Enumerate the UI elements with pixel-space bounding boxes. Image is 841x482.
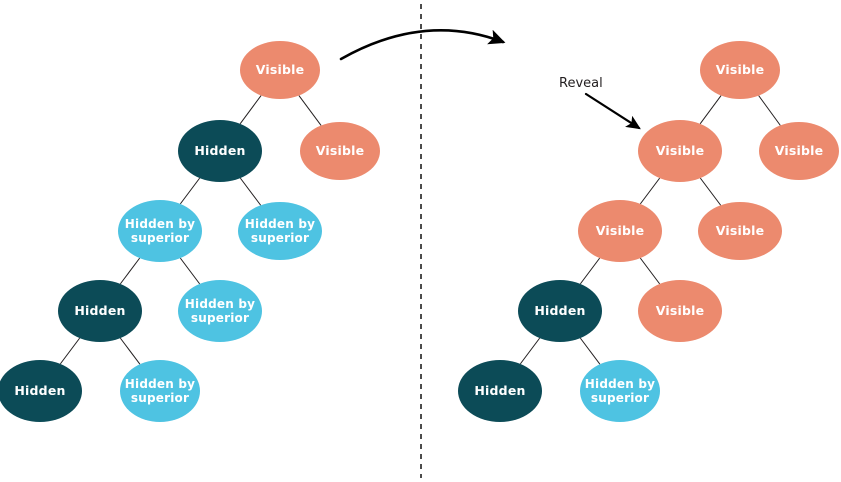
node-ellipse[interactable] bbox=[638, 120, 722, 182]
node-ellipse[interactable] bbox=[118, 200, 202, 262]
tree-edge bbox=[119, 257, 141, 285]
node-ellipse[interactable] bbox=[458, 360, 542, 422]
tree-node-hidden[interactable]: Hidden bbox=[178, 120, 262, 182]
tree-node-hidden[interactable]: Hidden bbox=[58, 280, 142, 342]
tree-node-visible[interactable]: Visible bbox=[240, 41, 320, 99]
node-ellipse[interactable] bbox=[300, 122, 380, 180]
tree-edge bbox=[579, 257, 601, 285]
node-ellipse[interactable] bbox=[178, 280, 262, 342]
node-ellipse[interactable] bbox=[578, 200, 662, 262]
tree-edge bbox=[59, 337, 81, 365]
node-ellipse[interactable] bbox=[240, 41, 320, 99]
node-ellipse[interactable] bbox=[120, 360, 200, 422]
tree-edge bbox=[579, 337, 601, 365]
tree-edge bbox=[298, 95, 322, 126]
node-ellipse[interactable] bbox=[238, 202, 322, 260]
tree-edge bbox=[699, 177, 722, 206]
tree-edge bbox=[758, 95, 781, 126]
tree-node-visible[interactable]: Visible bbox=[698, 202, 782, 260]
tree-edge bbox=[179, 177, 201, 205]
tree-node-visible[interactable]: Visible bbox=[638, 280, 722, 342]
tree-edge bbox=[519, 337, 541, 365]
tree-node-visible[interactable]: Visible bbox=[638, 120, 722, 182]
transform-arrow-icon bbox=[339, 29, 506, 61]
tree-node-hidden[interactable]: Hidden bbox=[518, 280, 602, 342]
right-tree-edges bbox=[519, 95, 781, 365]
node-ellipse[interactable] bbox=[700, 41, 780, 99]
tree-edge bbox=[119, 337, 141, 365]
reveal-arrow-icon bbox=[584, 92, 641, 130]
tree-node-visible[interactable]: Visible bbox=[700, 41, 780, 99]
node-ellipse[interactable] bbox=[518, 280, 602, 342]
node-ellipse[interactable] bbox=[759, 122, 839, 180]
tree-node-visible[interactable]: Visible bbox=[759, 122, 839, 180]
node-ellipse[interactable] bbox=[0, 360, 82, 422]
tree-node-visible[interactable]: Visible bbox=[300, 122, 380, 180]
tree-edge bbox=[179, 257, 201, 285]
tree-node-hidden[interactable]: Hidden bbox=[458, 360, 542, 422]
node-ellipse[interactable] bbox=[178, 120, 262, 182]
tree-edge bbox=[639, 177, 661, 205]
tree-edge bbox=[639, 257, 661, 285]
tree-node-visible[interactable]: Visible bbox=[578, 200, 662, 262]
node-ellipse[interactable] bbox=[58, 280, 142, 342]
left-tree-edges bbox=[59, 95, 322, 365]
tree-edge bbox=[699, 95, 722, 125]
node-ellipse[interactable] bbox=[580, 360, 660, 422]
tree-edge bbox=[239, 95, 262, 125]
node-ellipse[interactable] bbox=[638, 280, 722, 342]
tree-edge bbox=[239, 177, 262, 206]
tree-node-hidden[interactable]: Hidden bbox=[0, 360, 82, 422]
node-ellipse[interactable] bbox=[698, 202, 782, 260]
reveal-annotation-label: Reveal bbox=[559, 76, 603, 91]
